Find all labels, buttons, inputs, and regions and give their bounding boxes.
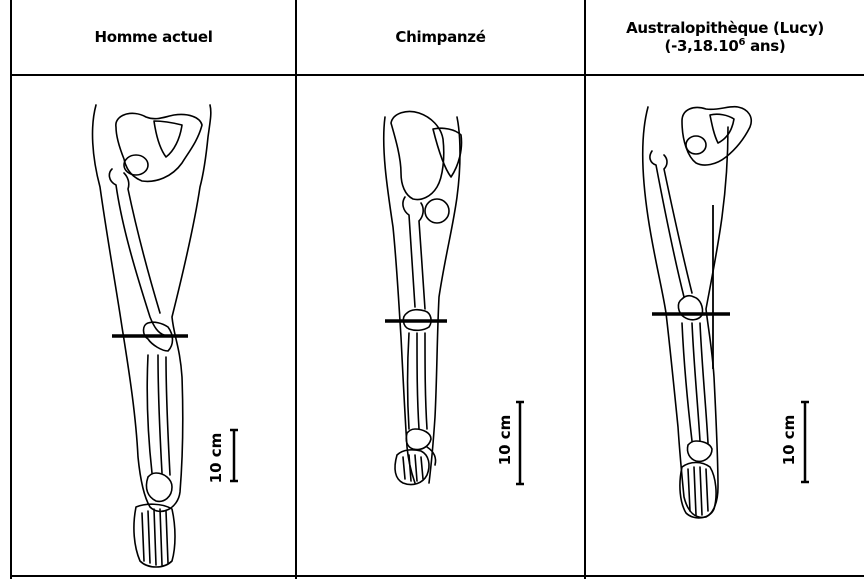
panel-homme-actuel: 10 cm bbox=[12, 77, 295, 575]
chimp-sacrum bbox=[433, 128, 462, 177]
scale-bar bbox=[230, 430, 238, 481]
panel-chimpanze: 10 cm bbox=[297, 77, 584, 575]
australopithecus-leg-skeleton bbox=[586, 77, 864, 575]
lucy-hip-joint bbox=[686, 136, 706, 154]
header-chimpanze: Chimpanzé bbox=[297, 0, 584, 74]
header-title: Australopithèque (Lucy) bbox=[626, 19, 824, 37]
lucy-tibia bbox=[682, 323, 708, 443]
chimp-tibia bbox=[408, 333, 428, 429]
human-fibula bbox=[166, 357, 170, 475]
header-subtitle: (-3,18.106 ans) bbox=[665, 37, 786, 55]
lucy-ankle bbox=[687, 441, 712, 461]
chimp-pelvis bbox=[391, 111, 444, 199]
header-title: Homme actuel bbox=[94, 28, 212, 46]
chimp-hip-joint bbox=[425, 199, 449, 223]
human-ankle bbox=[146, 473, 172, 501]
bottom-border bbox=[10, 575, 864, 577]
lucy-toes bbox=[688, 467, 708, 515]
human-toes bbox=[142, 509, 168, 565]
human-femur bbox=[109, 169, 164, 335]
human-leg-skeleton bbox=[12, 77, 295, 575]
chimp-foot bbox=[395, 450, 429, 485]
lucy-sacrum bbox=[710, 114, 734, 143]
header-australopitheque: Australopithèque (Lucy) (-3,18.106 ans) bbox=[586, 0, 864, 74]
scale-bar bbox=[801, 402, 809, 482]
header-title: Chimpanzé bbox=[395, 28, 485, 46]
human-pelvis bbox=[116, 113, 202, 181]
human-sacrum bbox=[154, 121, 182, 157]
chimpanzee-leg-skeleton bbox=[297, 77, 584, 575]
human-hip-joint bbox=[124, 155, 148, 175]
human-leg-outline bbox=[93, 105, 211, 511]
chimp-femur bbox=[403, 197, 425, 309]
lucy-foot bbox=[680, 463, 716, 518]
scale-label: 10 cm bbox=[780, 410, 798, 470]
scale-bar bbox=[516, 402, 524, 484]
lucy-femur bbox=[650, 151, 692, 297]
scale-label: 10 cm bbox=[496, 410, 514, 470]
lucy-leg-outline bbox=[643, 107, 728, 517]
header-separator bbox=[10, 74, 864, 76]
lucy-knee bbox=[678, 296, 702, 320]
scale-label: 10 cm bbox=[207, 428, 225, 488]
header-homme-actuel: Homme actuel bbox=[12, 0, 295, 74]
human-tibia bbox=[147, 355, 162, 473]
panel-australopitheque: 10 cm bbox=[586, 77, 864, 575]
